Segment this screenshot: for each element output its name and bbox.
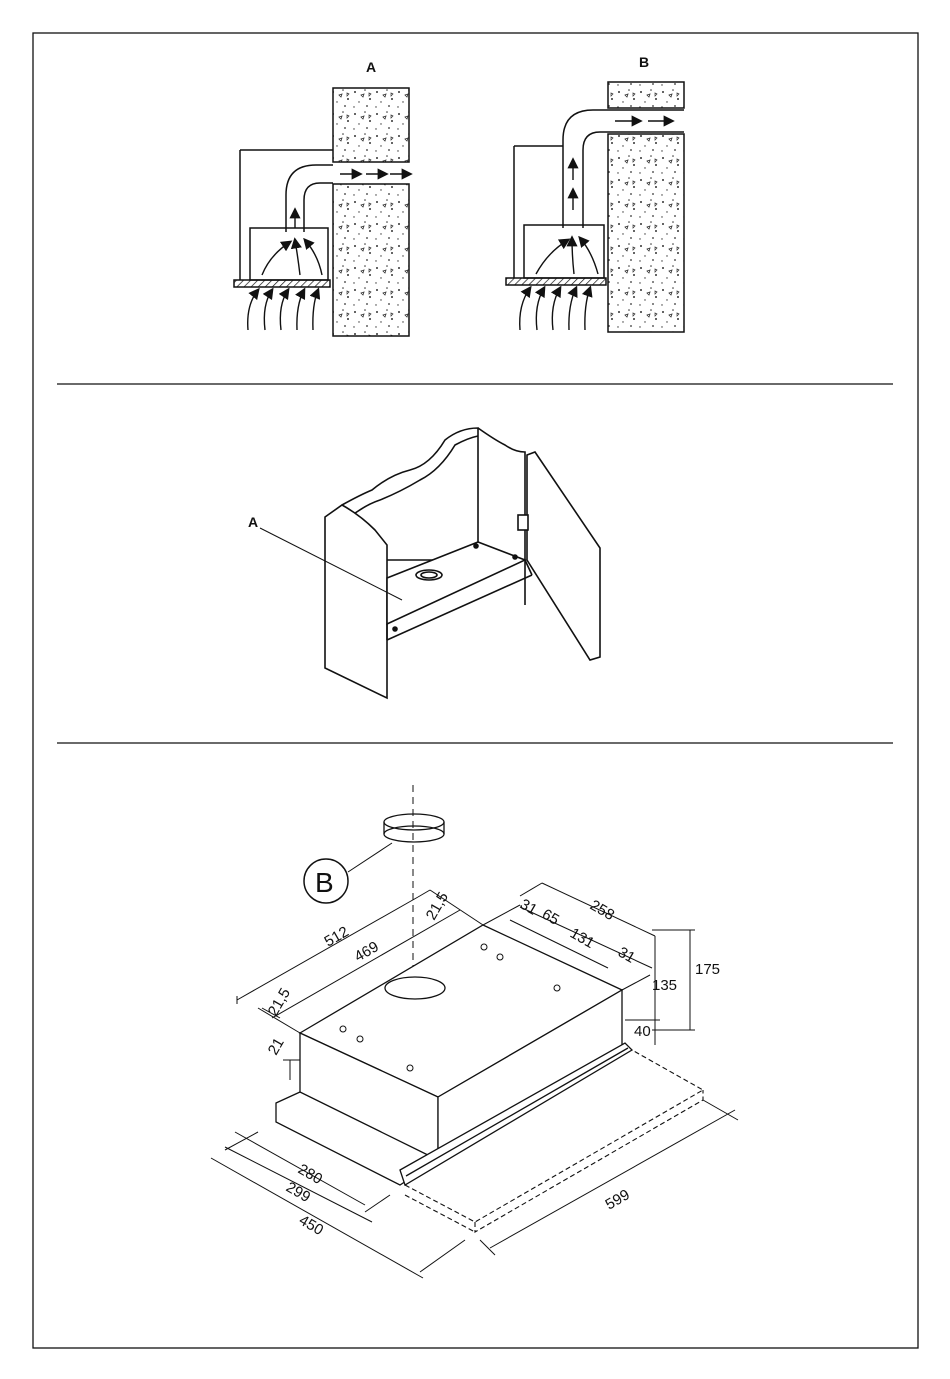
figure-middle-cabinet: A: [248, 428, 600, 698]
ceiling-b: [608, 82, 684, 108]
screw-hole-1: [393, 627, 397, 631]
filter-a: [234, 280, 330, 287]
figure-bottom-dimensions: B: [211, 785, 738, 1278]
dim-21-5-top: 21,5: [423, 889, 452, 923]
dim-31-b: 31: [615, 944, 638, 967]
dim-450: 450: [296, 1212, 326, 1239]
filter-b: [506, 278, 606, 285]
diagram-b-through-ceiling: B: [506, 54, 684, 332]
dim-135: 135: [652, 977, 677, 994]
page-border: [33, 33, 918, 1348]
callout-leader-b: [348, 843, 392, 872]
door-hinge: [518, 515, 528, 530]
wall-a-upper: [333, 88, 409, 162]
cabinet-back-top-edge: [350, 436, 478, 517]
cabinet-left-side: [325, 505, 387, 698]
dim-258: 258: [587, 897, 617, 924]
dim-21: 21: [265, 1035, 288, 1058]
label-a: A: [366, 59, 376, 75]
wall-b: [608, 134, 684, 332]
screw-hole-2: [474, 544, 478, 548]
duct-ring: [384, 814, 444, 842]
diagram-a-through-wall: A: [234, 59, 410, 336]
cabinet-label-a: A: [248, 514, 258, 530]
cabinet-door: [527, 452, 600, 660]
label-b: B: [639, 54, 649, 70]
dim-40: 40: [634, 1023, 651, 1040]
dim-65: 65: [539, 906, 562, 929]
dim-21-5-left: 21,5: [265, 985, 294, 1019]
hood-b-body: [524, 225, 604, 278]
callout-b-text: B: [315, 867, 334, 898]
dim-512: 512: [322, 923, 352, 950]
wall-a-lower: [333, 184, 409, 336]
dim-469: 469: [352, 938, 382, 965]
screw-hole-3: [513, 555, 517, 559]
cabinet-shelf: [387, 542, 525, 624]
figure-top-ventilation: A B: [234, 54, 684, 336]
dim-31-a: 31: [517, 896, 540, 919]
hood-a-body: [250, 228, 328, 280]
duct-a: [286, 165, 333, 232]
dim-599: 599: [603, 1186, 633, 1213]
dim-131: 131: [567, 925, 597, 952]
dim-175: 175: [695, 961, 720, 978]
